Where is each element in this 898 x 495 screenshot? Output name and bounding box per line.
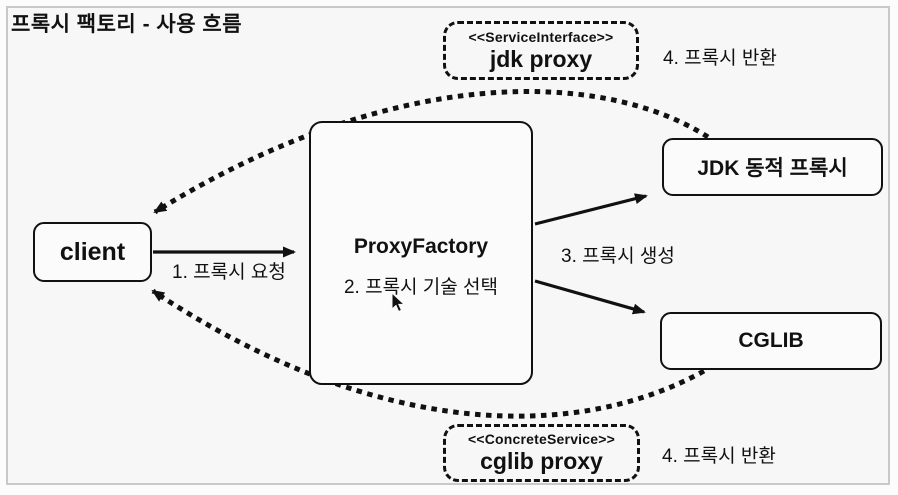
node-cglib: CGLIB — [660, 312, 882, 370]
note-jdk-proxy: <<ServiceInterface>> jdk proxy — [443, 21, 639, 80]
arrow-create-cglib-proxy — [534, 279, 646, 315]
node-proxy-factory-label: ProxyFactory — [353, 235, 489, 258]
page-title: 프록시 팩토리 - 사용 흐름 — [11, 13, 243, 36]
note-jdk-proxy-stereotype: <<ServiceInterface>> — [468, 28, 614, 45]
node-cglib-label: CGLIB — [738, 329, 804, 352]
node-proxy-factory-step: 2. 프록시 기술 선택 — [343, 277, 499, 298]
node-client: client — [33, 222, 152, 282]
arrow-create-jdk-proxy — [534, 193, 648, 226]
arrow-return-cglib-proxy — [151, 288, 706, 419]
node-proxy-factory: ProxyFactory 2. 프록시 기술 선택 — [309, 121, 533, 385]
label-proxy-return-top: 4. 프록시 반환 — [663, 48, 777, 69]
mouse-cursor-icon — [391, 292, 406, 313]
arrow-return-jdk-proxy — [153, 89, 710, 215]
label-proxy-create: 3. 프록시 생성 — [561, 246, 675, 267]
note-cglib-proxy-stereotype: <<ConcreteService>> — [467, 431, 615, 447]
note-cglib-proxy: <<ConcreteService>> cglib proxy — [443, 424, 640, 482]
node-client-label: client — [59, 237, 126, 266]
node-jdk-dynamic-proxy-label: JDK 동적 프록시 — [697, 157, 848, 180]
note-jdk-proxy-label: jdk proxy — [489, 45, 593, 72]
node-jdk-dynamic-proxy: JDK 동적 프록시 — [662, 138, 883, 196]
label-proxy-request: 1. 프록시 요청 — [172, 262, 286, 283]
note-cglib-proxy-label: cglib proxy — [480, 448, 603, 474]
label-proxy-return-bottom: 4. 프록시 반환 — [662, 446, 776, 467]
